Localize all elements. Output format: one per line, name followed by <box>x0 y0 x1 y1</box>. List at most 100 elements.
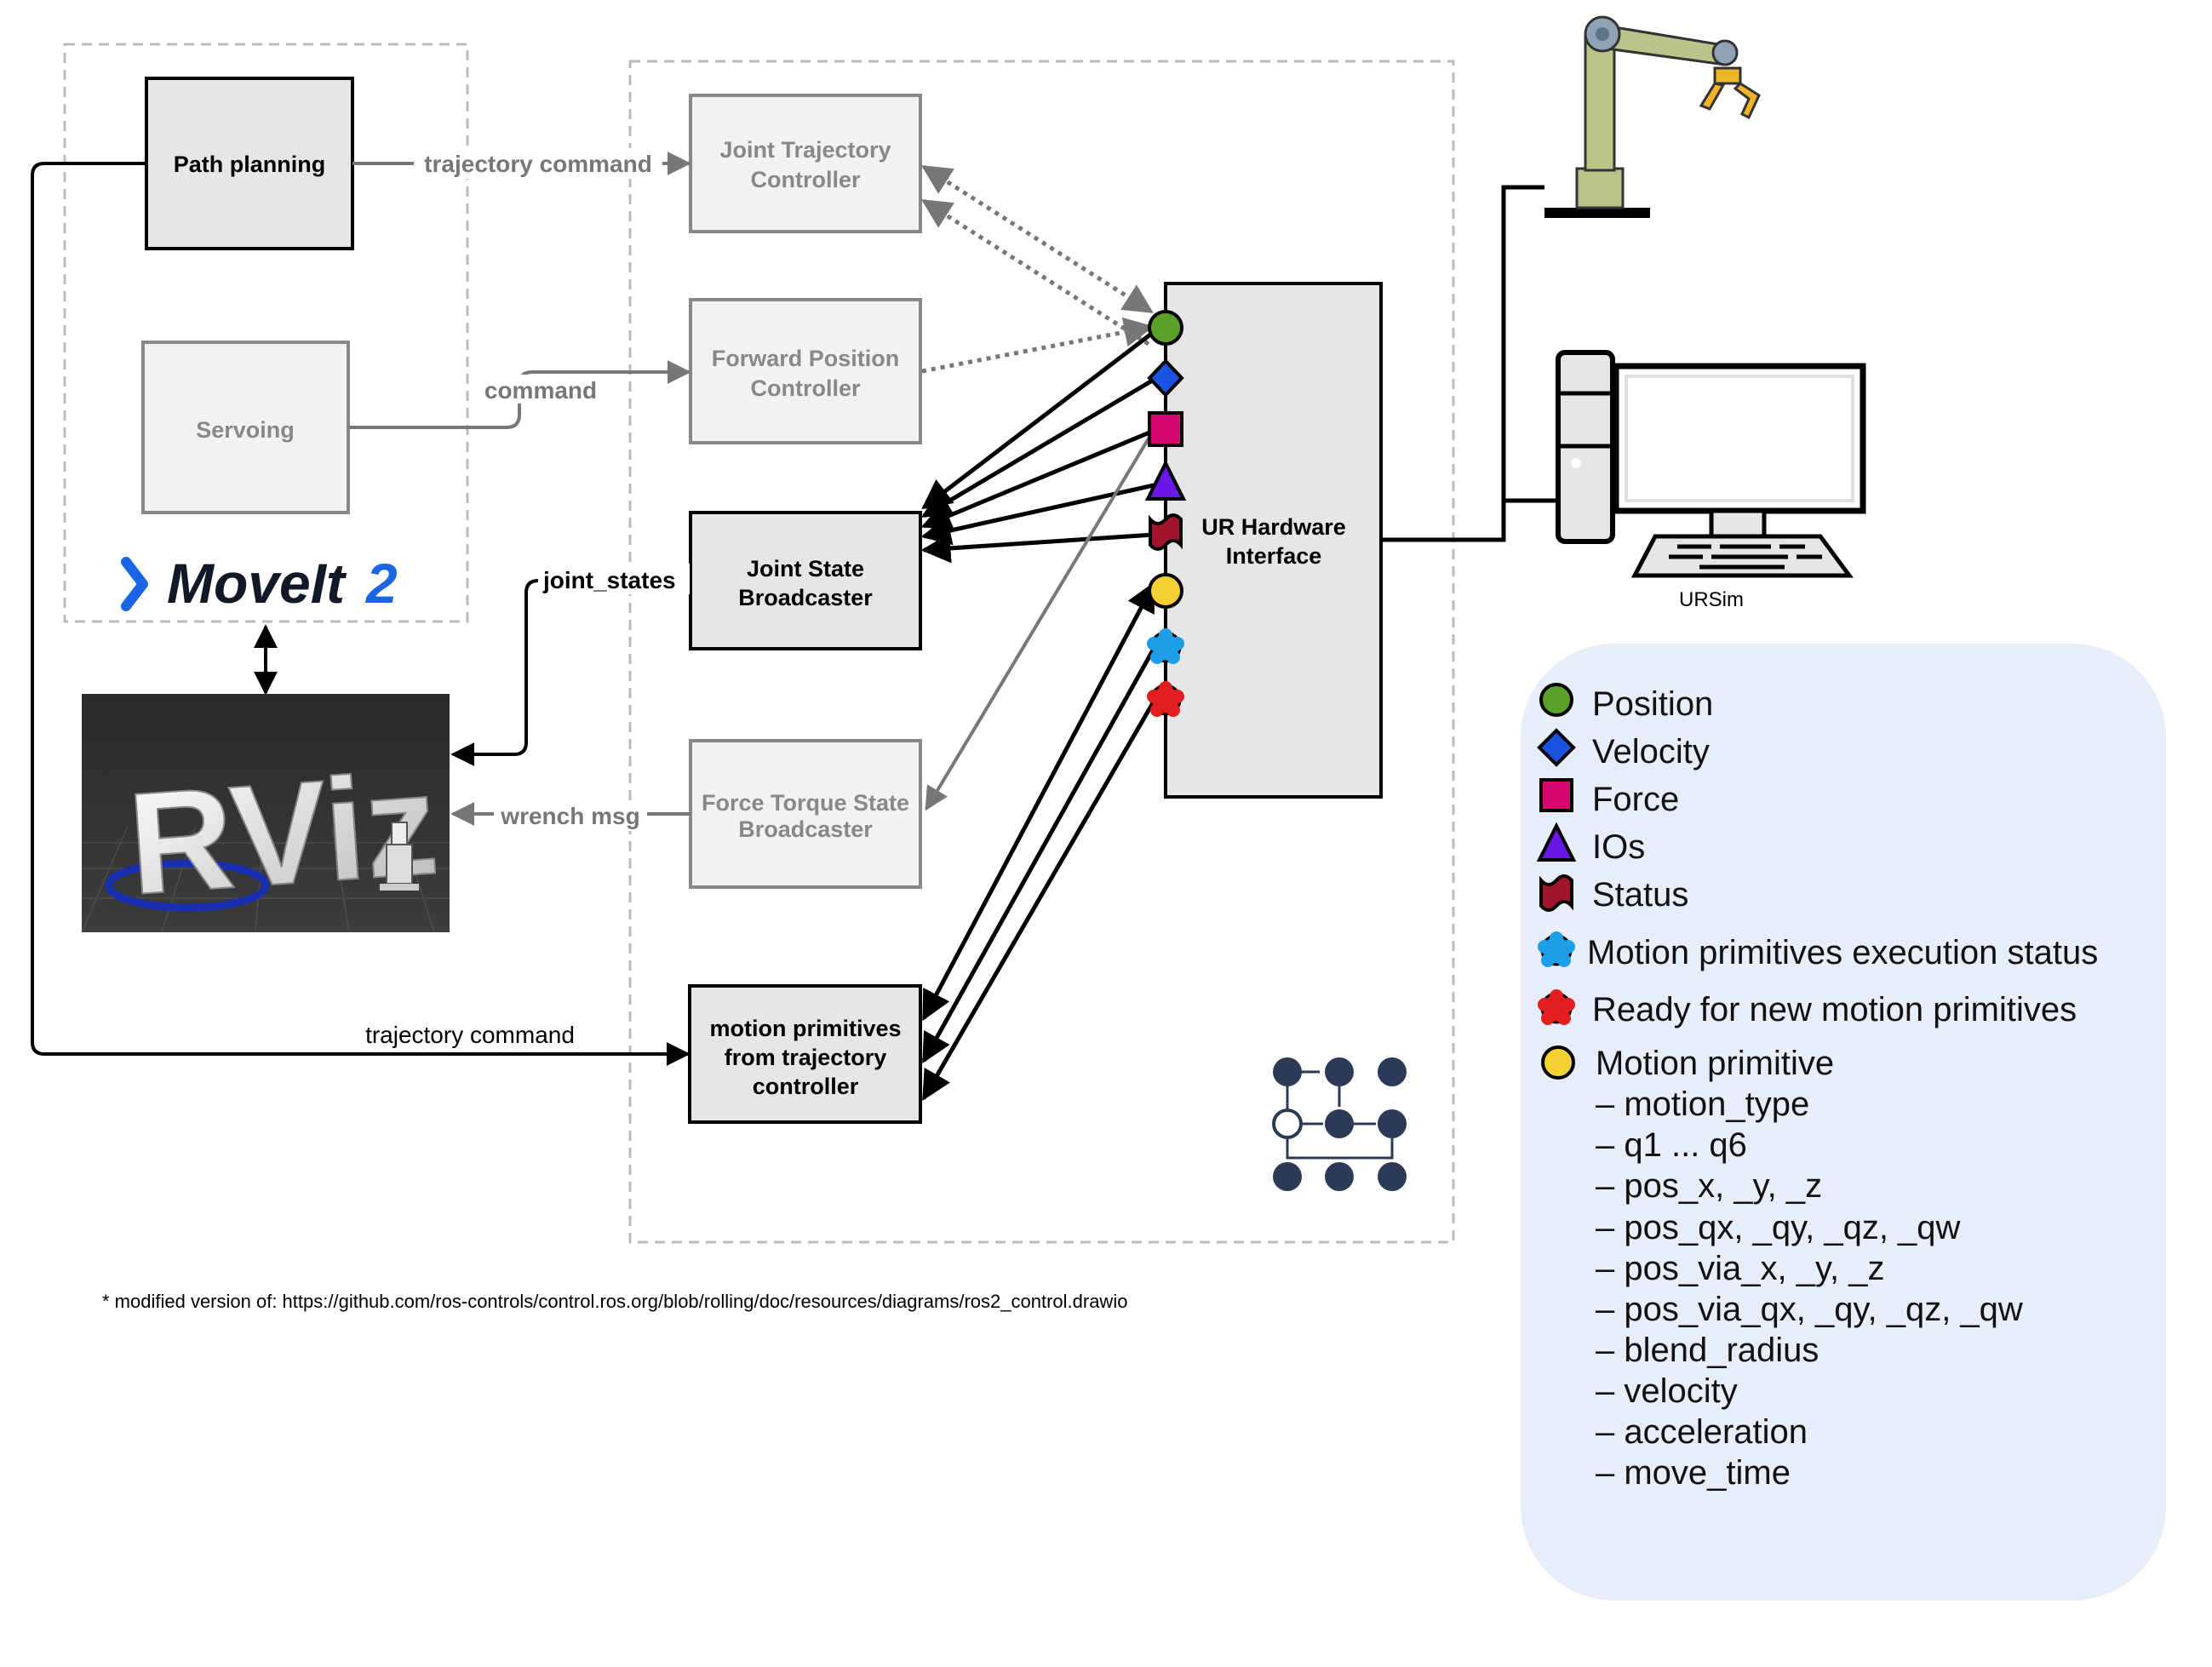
jsb-label-line2: Broadcaster <box>738 585 873 610</box>
moveit-group-box <box>63 43 469 623</box>
edge-joint-states <box>450 579 691 766</box>
port-velocity-icon <box>1147 358 1184 398</box>
mp-label-line1: motion primitives <box>709 1016 901 1041</box>
legend-item-position: Position <box>1539 683 1713 723</box>
port-execution-status-icon <box>1147 628 1184 664</box>
legend-item-execution-status: Motion primitives execution status <box>1538 931 2098 971</box>
moveit2-logo: MoveIt 2 <box>121 552 398 615</box>
hw-label-line2: Interface <box>1226 543 1322 569</box>
rviz-logo-image[interactable]: RViz <box>81 694 450 933</box>
edge-mp-execution-status <box>921 647 1156 1064</box>
joint-state-broadcaster-node[interactable]: Joint State Broadcaster <box>689 511 922 650</box>
path-planning-label: Path planning <box>174 152 326 177</box>
legend-item-status: Status <box>1539 874 1688 914</box>
legend-panel: Position Velocity Force IOs Status <box>1521 644 2166 1601</box>
edge-mp-motion-primitive <box>921 581 1156 1022</box>
edge-position-to-jsb <box>921 330 1155 510</box>
legend-force-icon <box>1539 778 1573 812</box>
servoing-label: Servoing <box>196 417 295 443</box>
legend-item-force: Force <box>1539 778 1679 818</box>
port-motion-primitive-icon <box>1148 573 1183 609</box>
servoing-node[interactable]: Servoing <box>141 341 350 514</box>
field-item: – blend_radius <box>1596 1332 1819 1369</box>
legend-label: Force <box>1592 781 1679 818</box>
legend-label: IOs <box>1592 828 1645 866</box>
port-position-icon <box>1148 310 1183 346</box>
motion-primitives-controller-node[interactable]: motion primitives from trajectory contro… <box>688 984 922 1124</box>
legend-label: Status <box>1592 876 1688 914</box>
legend-position-icon <box>1539 683 1573 717</box>
port-force-icon <box>1148 411 1183 447</box>
force-torque-state-broadcaster-node[interactable]: Force Torque State Broadcaster <box>689 739 922 889</box>
label-joint-states: joint_states <box>542 567 676 593</box>
field-item: – acceleration <box>1596 1413 1808 1451</box>
path-planning-node[interactable]: Path planning <box>145 77 354 250</box>
legend-execution-status-icon <box>1538 931 1575 967</box>
fpc-label-line2: Controller <box>750 375 860 401</box>
field-item: – pos_via_qx, _qy, _qz, _qw <box>1596 1291 2023 1328</box>
legend-motion-primitive-icon <box>1541 1045 1575 1080</box>
legend-item-ios: IOs <box>1536 822 1645 866</box>
field-item: – pos_qx, _qy, _qz, _qw <box>1596 1209 1961 1246</box>
legend-item-velocity: Velocity <box>1537 728 1710 770</box>
legend-label: Velocity <box>1592 733 1710 770</box>
rviz-logo-text: RViz <box>123 742 443 925</box>
legend-velocity-icon <box>1537 728 1576 767</box>
field-item: – pos_via_x, _y, _z <box>1596 1250 1884 1287</box>
mp-label-line2: from trajectory <box>725 1045 887 1070</box>
legend-ios-icon <box>1536 822 1577 862</box>
label-trajectory-command-bottom: trajectory command <box>365 1022 575 1048</box>
joint-trajectory-controller-node[interactable]: Joint Trajectory Controller <box>689 94 922 233</box>
field-item: – motion_type <box>1596 1086 1809 1123</box>
legend-label: Position <box>1592 685 1713 723</box>
gripper-icon <box>1699 66 1761 120</box>
legend-label: Motion primitives execution status <box>1587 934 2098 971</box>
interface-ports <box>1144 310 1187 717</box>
legend-label: Motion primitive <box>1596 1045 1834 1082</box>
legend-item-motion-primitive: Motion primitive <box>1541 1045 1834 1082</box>
field-item: – q1 ... q6 <box>1596 1126 1747 1164</box>
edge-fpc-position <box>921 317 1155 374</box>
label-wrench-msg: wrench msg <box>500 803 639 829</box>
port-ready-icon <box>1147 681 1184 717</box>
edge-force-to-ftsb <box>925 433 1153 811</box>
edge-hw-to-robot-and-sim <box>1381 185 1558 542</box>
mp-label-line3: controller <box>753 1074 859 1099</box>
edge-trajectory-command-bottom <box>31 162 691 1066</box>
hw-label-line1: UR Hardware <box>1201 514 1346 540</box>
legend-label: Ready for new motion primitives <box>1592 991 2077 1028</box>
ursim-label: URSim <box>1679 588 1744 611</box>
field-item: – velocity <box>1596 1372 1738 1410</box>
field-item: – move_time <box>1596 1454 1791 1492</box>
legend-status-icon <box>1539 874 1573 912</box>
edge-force-to-jsb <box>920 428 1155 530</box>
port-ios-icon <box>1144 459 1187 501</box>
jsb-label-line1: Joint State <box>747 556 864 581</box>
ftsb-label-line2: Broadcaster <box>738 816 873 842</box>
moveit-logo-text: MoveIt <box>167 552 347 615</box>
ftsb-label-line1: Force Torque State <box>702 790 909 816</box>
label-trajectory-command-top: trajectory command <box>424 151 652 177</box>
ur-hardware-interface-node[interactable]: UR Hardware Interface <box>1164 282 1383 799</box>
edge-velocity-to-jsb <box>920 377 1155 518</box>
motion-primitive-field-list: – motion_type – q1 ... q6 – pos_x, _y, _… <box>1596 1086 2023 1492</box>
legend-item-ready: Ready for new motion primitives <box>1538 989 2077 1028</box>
forward-position-controller-node[interactable]: Forward Position Controller <box>689 298 922 444</box>
ros2-control-group-box <box>628 60 1455 1244</box>
moveit-logo-version: 2 <box>364 552 398 615</box>
rviz-robot-icon <box>380 822 419 891</box>
ursim-computer-icon <box>1556 350 1866 578</box>
jtc-label-line2: Controller <box>750 167 860 192</box>
port-status-icon <box>1149 513 1183 551</box>
edge-jtc-velocity <box>921 198 1153 348</box>
ur-robot-arm-icon <box>1544 15 1761 218</box>
jtc-label-line1: Joint Trajectory <box>719 137 891 163</box>
edge-mp-ready <box>921 700 1156 1102</box>
field-item: – pos_x, _y, _z <box>1596 1167 1822 1205</box>
legend-ready-icon <box>1538 989 1575 1025</box>
fpc-label-line1: Forward Position <box>712 346 900 371</box>
edge-status-to-jsb <box>920 532 1155 564</box>
ros2-control-logo <box>1272 1057 1407 1191</box>
